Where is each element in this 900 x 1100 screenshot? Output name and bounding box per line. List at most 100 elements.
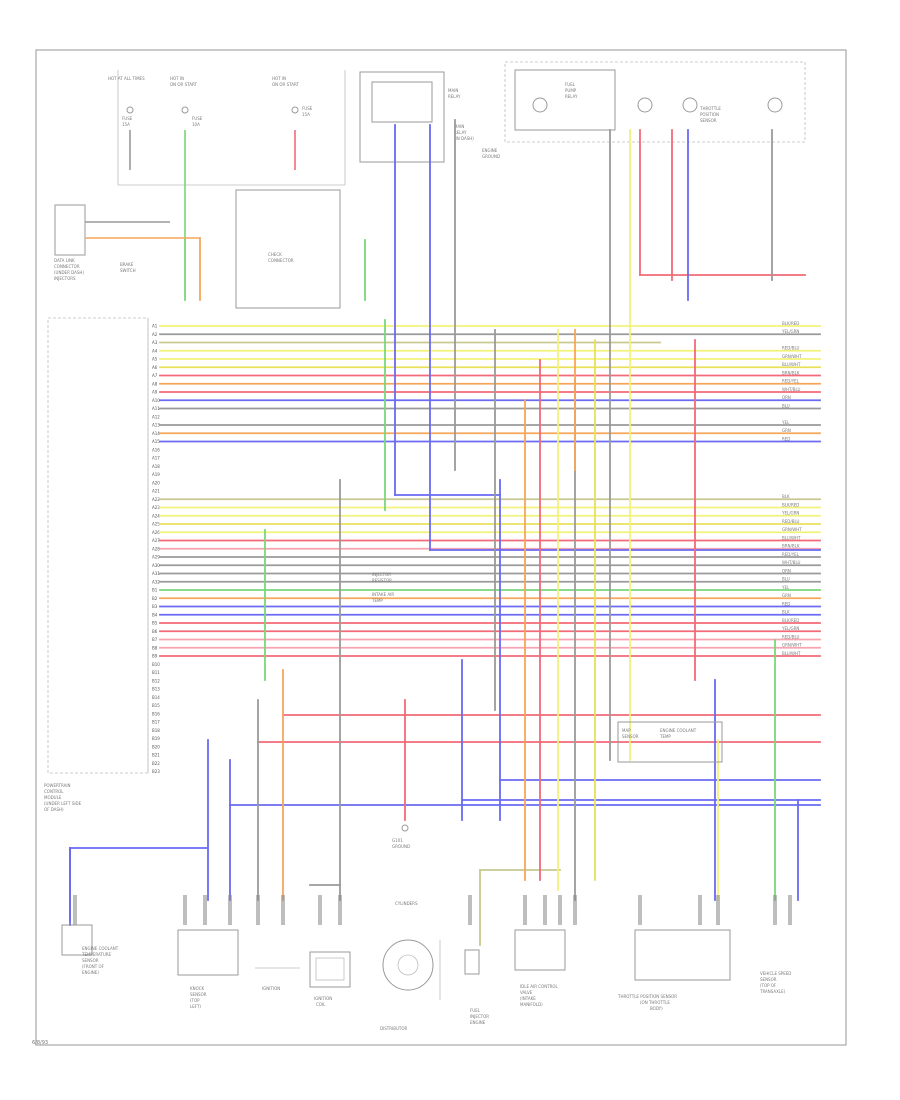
wire-color-label: BLK/RED — [782, 618, 799, 623]
sensor-label-6: SENSOR — [622, 734, 639, 739]
ecm-pin-label: A3 — [152, 340, 158, 345]
bottom-3-label-1: IGNITION — [262, 986, 280, 991]
connector-pin — [183, 895, 187, 925]
bottom-7-label-3: (INTAKE — [520, 996, 536, 1001]
top-fuse-group: HOT AT ALL TIMES FUSE 15A HOT IN ON OR S… — [108, 70, 346, 240]
sensor-label-5: MAP — [622, 728, 631, 733]
bottom-1-label-1: ENGINE COOLANT — [82, 946, 119, 951]
bottom-9-label-1: VEHICLE SPEED — [760, 971, 791, 976]
bottom-5-label-2: CYLINDERS — [395, 901, 418, 906]
ecm-pin-label: B1 — [152, 588, 158, 593]
ecm-pin-label: B11 — [152, 670, 160, 675]
ground-label-2: GROUND — [392, 844, 410, 849]
connector-pin — [256, 895, 260, 925]
wire-color-label: YEL — [781, 585, 790, 590]
ecm-pin-label: B7 — [152, 637, 158, 642]
wire-color-label: YEL/GRN — [781, 329, 799, 334]
wire-color-label: RED/YEL — [782, 379, 800, 384]
ecm-pin-label: B21 — [152, 753, 160, 758]
wire-color-label: BLU/WHT — [782, 535, 801, 540]
ecm-pin-label: B8 — [152, 645, 158, 650]
bottom-1-label-3: SENSOR — [82, 958, 99, 963]
ecm-pin-label: B17 — [152, 720, 160, 725]
injector-label-2: RESISTOR — [372, 578, 392, 583]
ecm-pin-label: A13 — [152, 423, 160, 428]
ecm-pin-label: B13 — [152, 687, 160, 692]
ground-label-1: G101 — [392, 838, 403, 843]
bottom-6-label-1: FUEL — [470, 1008, 481, 1013]
bottom-1-label-5: ENGINE) — [82, 970, 99, 975]
right-wire-labels: BLK/RED YEL/GRN RED/BLU GRN/WHT BLU/WHT BRN/B… — [781, 321, 802, 656]
bottom-2-label-1: KNOCK — [190, 986, 205, 991]
ecm-pin-label: B2 — [152, 596, 158, 601]
engine-ground-label-2: GROUND — [482, 154, 500, 159]
ecm-pin-label: A18 — [152, 464, 160, 469]
engine-ground-label-1: ENGINE — [482, 148, 498, 153]
ecm-pin-label: A14 — [152, 431, 160, 436]
wire-color-label: GRN/WHT — [782, 354, 802, 359]
ecm-pin-label: A27 — [152, 538, 160, 543]
bottom-8-label-2: (ON THROTTLE — [640, 1000, 670, 1005]
sensor-label-1: INTAKE AIR — [372, 592, 394, 597]
ecm-pin-label: A10 — [152, 398, 160, 403]
wire-color-label: WHT/BLU — [782, 560, 801, 565]
sensor-label-3: ENGINE COOLANT — [660, 728, 697, 733]
ecm-pin-label: A19 — [152, 472, 160, 477]
ecm-pin-label: A6 — [152, 365, 158, 370]
left-harness-label-2: CONNECTOR — [54, 264, 80, 269]
wire-color-label: BLK — [782, 610, 790, 615]
wire-color-label: RED/BLU — [782, 519, 800, 524]
bottom-8-label-3: BODY) — [650, 1006, 663, 1011]
sensor-label-4: TEMP — [659, 734, 671, 739]
relay-label-1: MAIN — [454, 124, 464, 129]
bottom-9-label-4: TRANSAXLE) — [759, 989, 786, 994]
connector-pin — [716, 895, 720, 925]
ecm-pin-label: A24 — [152, 513, 160, 518]
wire-color-label: WHT/BLU — [782, 387, 801, 392]
ecm-pin-label: A22 — [152, 497, 160, 502]
ecm-pin-label: A8 — [152, 381, 158, 386]
ecm-pin-label: B10 — [152, 662, 160, 667]
connector-pin — [228, 895, 232, 925]
tps-label-2: POSITION — [700, 112, 719, 117]
main-relay: MAIN RELAY MAIN RELAY (IN DASH) — [359, 71, 474, 163]
ecm-pin-label: B19 — [152, 736, 160, 741]
fuse-1-label-1: HOT AT ALL TIMES — [108, 76, 145, 81]
ecm-pin-label: A9 — [152, 390, 158, 395]
connector-pin — [468, 895, 472, 925]
wire-color-label: BLK/RED — [782, 502, 799, 507]
connector-pin — [318, 895, 322, 925]
ecm-label-5: OF DASH) — [44, 807, 64, 812]
fuse-3-label-1: HOT IN — [272, 76, 286, 81]
connector-pin — [698, 895, 702, 925]
wire-color-label: RED — [782, 436, 790, 441]
ecm-pin-label: B3 — [152, 604, 158, 609]
wire-color-label: RED — [782, 601, 790, 606]
ecm-pin-label: A4 — [152, 348, 158, 353]
ecm-pin-label: B16 — [152, 711, 160, 716]
ecm-pin-label: A7 — [152, 373, 158, 378]
vertical-wires — [69, 119, 799, 946]
fuse-2-label-2: ON OR START — [170, 82, 198, 87]
left-harness-label-3: (UNDER DASH) — [54, 270, 84, 275]
ecm-pin-label: B6 — [152, 629, 158, 634]
bottom-components: ENGINE COOLANT TEMPERATURE SENSOR (FRONT… — [61, 901, 791, 1031]
left-harness-label-4: INJECTORS — [54, 276, 76, 281]
ecm-pin-label: A20 — [152, 480, 160, 485]
wire-color-label: BRN/BLK — [782, 370, 800, 375]
fuel-pump-relay-label-3: RELAY — [565, 94, 578, 99]
ecm-pin-label: B23 — [152, 769, 160, 774]
bottom-4-label-2: COIL — [316, 1002, 326, 1007]
wire-color-label: BRN/BLK — [782, 544, 800, 549]
ecm-pin-label: A15 — [152, 439, 160, 444]
ecm-pin-label: A16 — [152, 447, 160, 452]
ecm-pin-label: A1 — [152, 324, 158, 329]
connector-pin — [573, 895, 577, 925]
connector-pin — [773, 895, 777, 925]
ecm-pin-labels: A1A2A3A4A5A6A7A8A9A10A11A12A13A14A15A16A… — [152, 324, 160, 775]
bottom-7-label-2: VALVE — [520, 990, 533, 995]
wire-color-label: YEL — [781, 420, 790, 425]
check-connector-label-2: CONNECTOR — [268, 258, 294, 263]
ecm-pin-label: B4 — [152, 612, 158, 617]
ecm-pin-label: A32 — [152, 579, 160, 584]
